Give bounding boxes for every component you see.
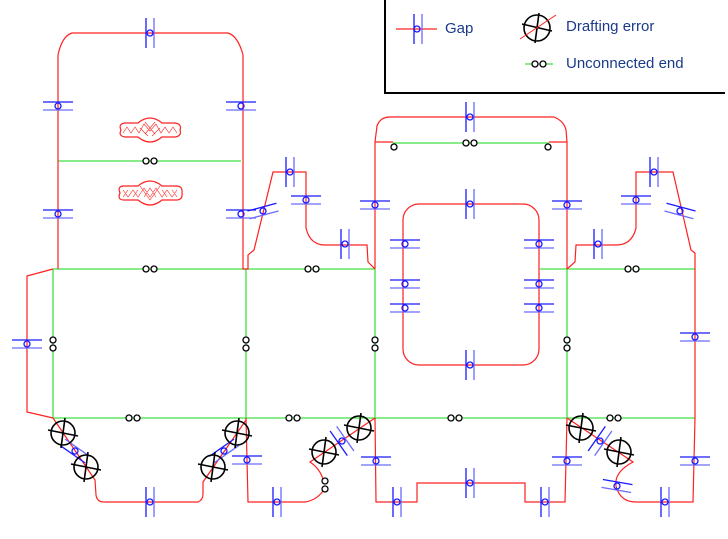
unconnected-end-marker (304, 265, 320, 273)
gap-marker (232, 455, 262, 465)
gap-marker (392, 487, 402, 517)
legend-unconnected-end-label: Unconnected end (566, 55, 684, 72)
legend-gap-label: Gap (445, 20, 474, 37)
gap-marker (601, 478, 633, 494)
unconnected-end-marker (125, 414, 141, 422)
gap-marker (524, 303, 554, 313)
unconnected-end-marker (242, 336, 250, 352)
gap-marker (43, 101, 73, 111)
drafting-error-marker (221, 417, 253, 449)
crease-lines (52, 142, 695, 419)
gap-marker (285, 157, 295, 187)
gap-marker (524, 239, 554, 249)
legend (396, 12, 557, 68)
gap-marker (12, 339, 42, 349)
cut-lines (26, 32, 696, 503)
gap-marker (340, 229, 350, 259)
gap-marker (552, 456, 582, 466)
legend-drafting-error-label: Drafting error (566, 18, 655, 35)
gap-marker (390, 303, 420, 313)
unconnected-end-marker (462, 139, 478, 147)
gap-marker (465, 468, 475, 498)
gap-marker (247, 202, 279, 220)
gap-marker (524, 279, 554, 289)
gap-marker (664, 202, 696, 220)
gap-marker (593, 229, 603, 259)
markers (12, 18, 710, 517)
gap-marker (226, 101, 256, 111)
gap-marker (587, 426, 613, 456)
gap-marker (680, 332, 710, 342)
gap-marker (390, 279, 420, 289)
unconnected-end-marker (447, 414, 463, 422)
legend-frame (384, 0, 725, 94)
unconnected-end-marker (142, 157, 158, 165)
gap-marker (291, 195, 321, 205)
gap-marker (145, 487, 155, 517)
drafting-error-marker (70, 451, 102, 483)
unconnected-end-marker (371, 336, 379, 352)
legend-drafting-error-icon (519, 12, 557, 44)
drafting-error-marker (603, 436, 635, 468)
gap-marker (272, 487, 282, 517)
gap-marker (390, 239, 420, 249)
unconnected-end-marker (49, 336, 57, 352)
gap-marker (60, 438, 90, 464)
unconnected-end-marker (142, 265, 158, 273)
gap-marker (465, 102, 475, 132)
unconnected-end-marker (285, 414, 301, 422)
unconnected-end-marker (390, 143, 398, 151)
legend-unconnected-end-icon (525, 60, 553, 68)
unconnected-end-marker (544, 143, 552, 151)
drafting-error-marker (197, 451, 229, 483)
unconnected-end-marker (624, 265, 640, 273)
unconnected-end-marker (321, 477, 329, 493)
gap-marker (329, 426, 355, 456)
drafting-error-marker (47, 417, 79, 449)
gap-marker (361, 456, 391, 466)
gap-marker (465, 350, 475, 380)
unconnected-end-marker (606, 414, 622, 422)
gap-marker (360, 200, 390, 210)
gap-marker (552, 200, 582, 210)
gap-marker (540, 487, 550, 517)
gap-marker (660, 487, 670, 517)
gap-marker (680, 456, 710, 466)
unconnected-end-marker (563, 336, 571, 352)
gap-marker (649, 157, 659, 187)
drafting-error-marker (565, 412, 597, 444)
gap-marker (621, 195, 651, 205)
legend-gap-icon (396, 14, 437, 44)
gap-marker (465, 189, 475, 219)
drafting-error-marker (308, 436, 340, 468)
gap-marker (145, 18, 155, 48)
drafting-error-marker (343, 412, 375, 444)
gap-marker (226, 209, 256, 219)
gap-marker (43, 209, 73, 219)
